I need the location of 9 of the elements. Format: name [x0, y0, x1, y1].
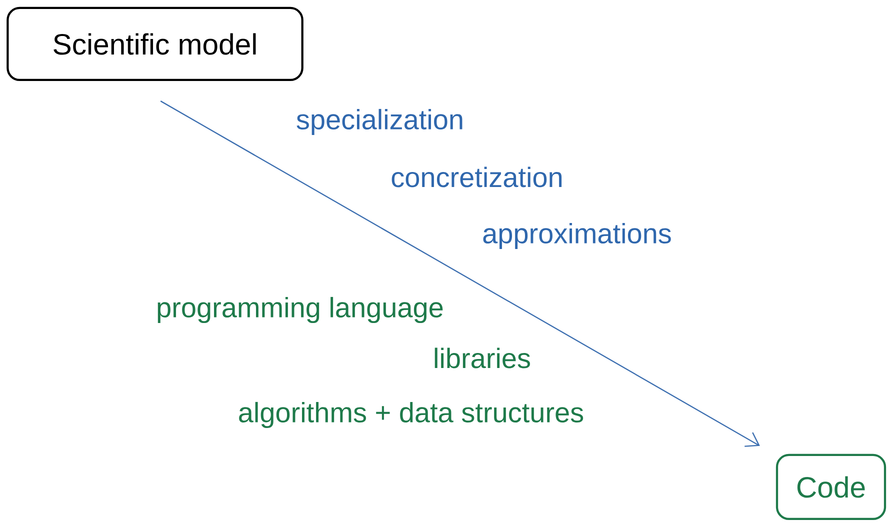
process-box: Scientific model — [6, 6, 304, 82]
annotation-text: concretization — [392, 166, 562, 188]
annotation-text: approximations — [483, 222, 671, 250]
arrow — [160, 100, 760, 447]
annotation-text: algorithms + data structures — [239, 402, 584, 428]
annotation-text: programming language — [158, 296, 443, 324]
annotation-text: libraries — [434, 348, 530, 368]
annotation-text: specialization — [296, 108, 462, 136]
process-box: Code — [776, 454, 886, 520]
